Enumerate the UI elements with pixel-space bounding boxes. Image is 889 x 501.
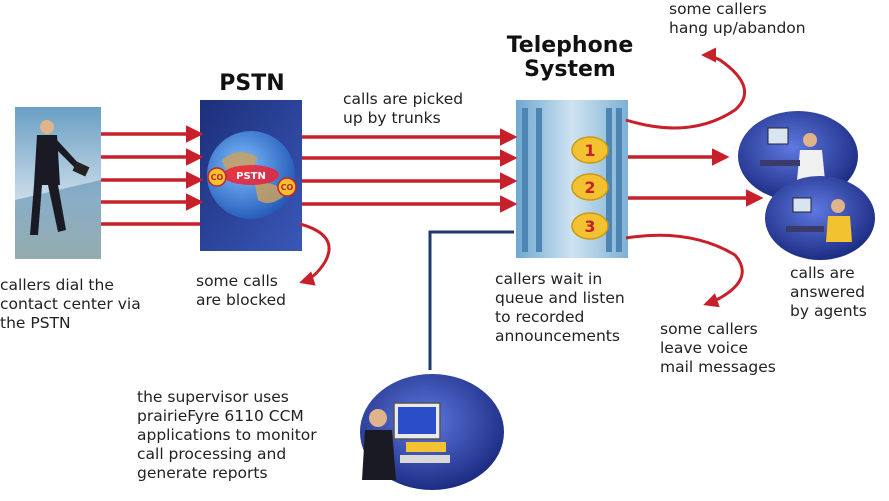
voice-mail-label: some callers leave voice mail messages: [660, 320, 776, 376]
calls-blocked-label: some calls are blocked: [196, 272, 286, 309]
picked-up-label: calls are picked up by trunks: [343, 90, 464, 127]
wait-in-queue-label: callers wait in queue and listen to reco…: [495, 270, 625, 345]
co-left-badge: CO: [211, 173, 224, 182]
callers-dial-label: callers dial the contact center via the …: [0, 276, 141, 332]
pstn-globe-text: PSTN: [236, 171, 266, 182]
voice-mail-arrow: [625, 233, 744, 308]
queue-slot-2: 2: [571, 173, 609, 201]
supervisor-label: the supervisor uses prairieFyre 6110 CCM…: [137, 388, 317, 482]
answered-label: calls are answered by agents: [790, 264, 867, 320]
queue-slot-1: 1: [571, 136, 609, 164]
queue-slot-3: 3: [571, 212, 609, 240]
telephone-system-illustration: 1 2 3: [516, 100, 628, 258]
hang-up-label: some callers hang up/abandon: [669, 0, 806, 37]
agent-illustration-2: [765, 176, 875, 260]
pstn-illustration: PSTN CO CO: [200, 100, 302, 251]
svg-text:3: 3: [584, 217, 595, 236]
blocked-calls-arrow: [299, 222, 331, 286]
caller-to-pstn-arrows: [101, 125, 204, 226]
system-to-agent-arrows: [628, 148, 764, 207]
hang-up-arrow: [625, 47, 746, 130]
svg-text:1: 1: [584, 141, 595, 160]
pstn-to-system-arrows: [302, 128, 518, 213]
telephone-system-title: Telephone System: [506, 33, 634, 82]
svg-text:2: 2: [584, 178, 595, 197]
pstn-title: PSTN: [219, 71, 285, 96]
caller-illustration: [15, 107, 101, 259]
supervisor-monitor-line: [428, 230, 514, 370]
supervisor-illustration: [360, 374, 504, 490]
co-right-badge: CO: [281, 183, 294, 192]
